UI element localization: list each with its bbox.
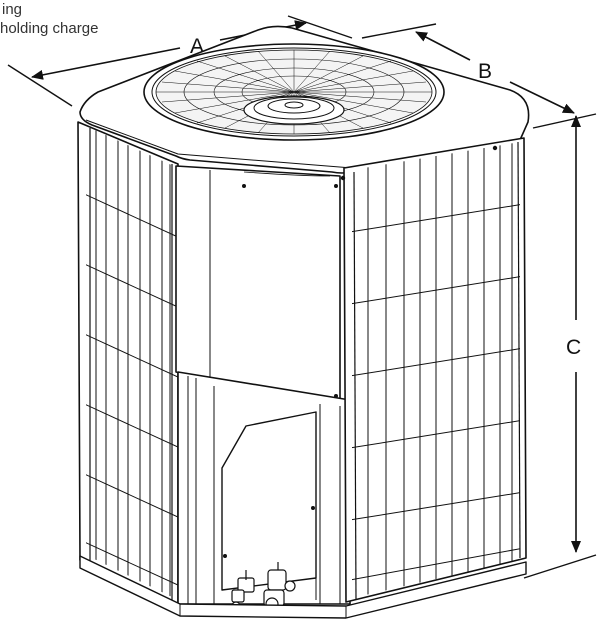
right-coil-guard: [340, 137, 527, 603]
dimension-c: C: [523, 115, 597, 579]
dimension-arrow-icon: [31, 47, 181, 80]
caption: ing holding charge: [0, 0, 98, 38]
access-panel: [175, 165, 341, 409]
caption-line-1: ing: [2, 1, 23, 18]
front-lower-section: [177, 371, 351, 605]
dimension-arrow-icon: [509, 81, 575, 114]
fan-grille-icon: [143, 43, 445, 141]
left-coil-guard: [77, 121, 179, 605]
dimension-b: B: [361, 23, 597, 129]
service-valve-icon: [231, 562, 296, 611]
dimension-c-label: C: [566, 336, 581, 359]
base-pan: [79, 555, 527, 619]
condenser-unit: [77, 25, 530, 619]
dimension-arrow-icon: [415, 31, 471, 61]
dimension-b-label: B: [478, 60, 492, 83]
caption-line-2: holding charge: [0, 20, 99, 37]
